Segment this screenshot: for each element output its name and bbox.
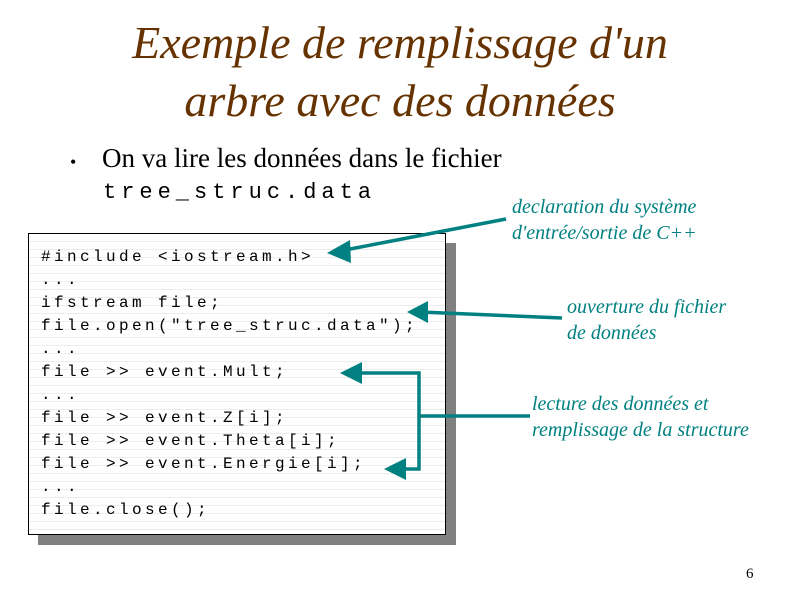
code-line: ... <box>41 271 81 289</box>
annotation-line: ouverture du fichier <box>567 296 727 318</box>
annotation-line: remplissage de la structure <box>532 419 749 441</box>
arrow-ouverture-line <box>419 310 563 320</box>
code-line: #include <iostream.h> <box>41 248 315 266</box>
code-line: file.open("tree_struc.data"); <box>41 317 419 335</box>
page-number: 6 <box>746 566 754 582</box>
code-box: #include <iostream.h> ... ifstream file;… <box>28 233 446 535</box>
code-line: ... <box>41 478 81 496</box>
code-line: ... <box>41 386 81 404</box>
annotation-line: lecture des données et <box>532 393 709 415</box>
annotation-ouverture: ouverture du fichier de données <box>567 294 726 346</box>
code-block: #include <iostream.h> ... ifstream file;… <box>41 246 418 522</box>
arrowhead-ouverture-icon <box>407 301 428 323</box>
annotation-lecture: lecture des données et remplissage de la… <box>532 391 749 443</box>
code-line: ifstream file; <box>41 294 224 312</box>
arrow-lecture-bracket <box>360 371 421 471</box>
annotation-line: declaration du système <box>512 196 697 218</box>
code-line: file >> event.Theta[i]; <box>41 432 341 450</box>
bullet-icon: • <box>70 152 77 172</box>
code-line: file.close(); <box>41 501 211 519</box>
code-line: ... <box>41 340 81 358</box>
bullet-text: On va lire les données dans le fichier <box>102 143 502 173</box>
code-line: file >> event.Z[i]; <box>41 409 289 427</box>
code-line: file >> event.Mult; <box>41 363 289 381</box>
code-line: file >> event.Energie[i]; <box>41 455 367 473</box>
title-line-2: arbre avec des données <box>184 75 616 126</box>
annotation-line: d'entrée/sortie de C++ <box>512 222 697 244</box>
annotation-declaration: declaration du système d'entrée/sortie d… <box>512 194 697 246</box>
title-line-1: Exemple de remplissage d'un <box>132 17 668 68</box>
arrow-declaration-line <box>344 217 507 252</box>
arrowhead-declaration-icon <box>327 240 351 263</box>
arrowhead-mult-icon <box>340 362 362 384</box>
bullet-filename: tree_struc.data <box>103 180 377 205</box>
slide-title: Exemple de remplissage d'un arbre avec d… <box>0 14 800 130</box>
arrowhead-energie-icon <box>384 458 406 480</box>
annotation-line: de données <box>567 322 657 344</box>
